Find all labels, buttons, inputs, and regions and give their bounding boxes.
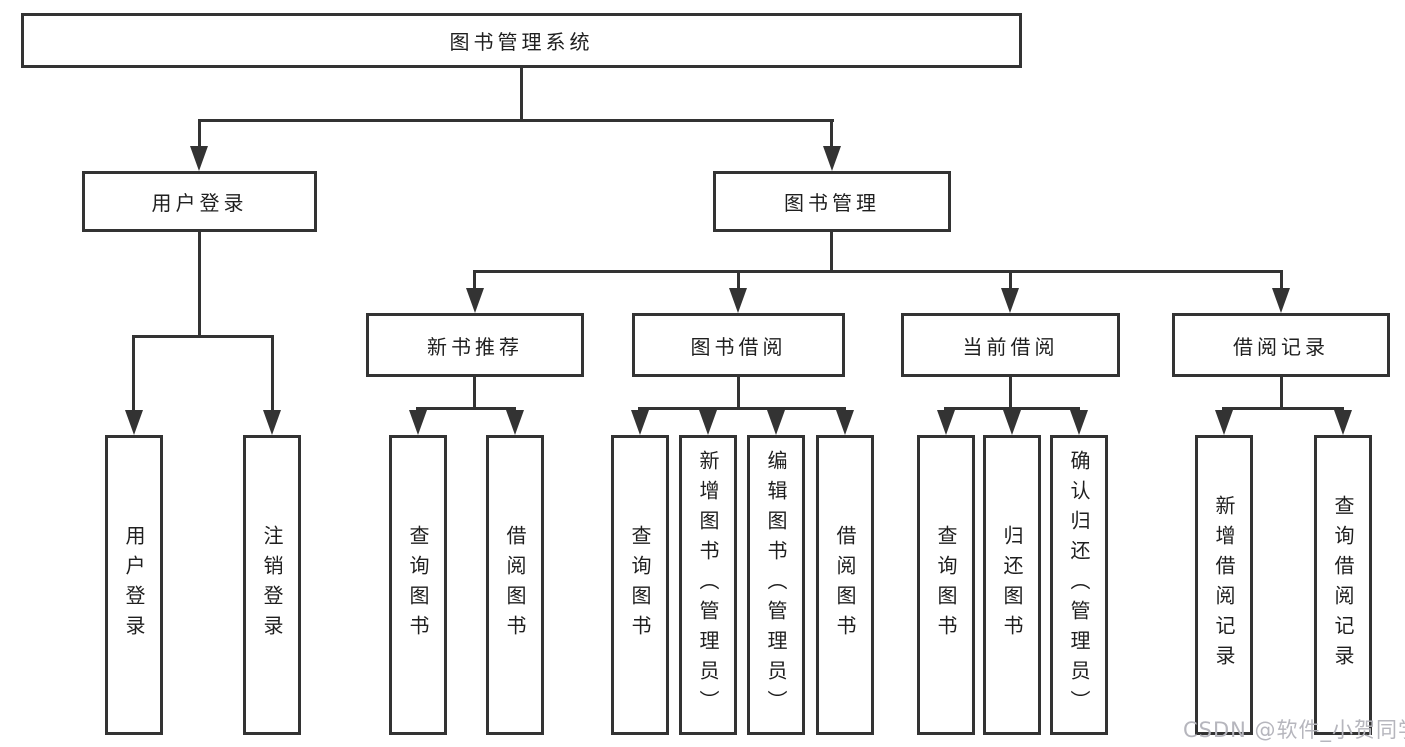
connector-root-trunk <box>520 68 523 122</box>
leaf-add-book-admin: 新增图书（管理员） <box>679 435 737 735</box>
node-user-login: 用户登录 <box>82 171 317 232</box>
connector-new-book-trunk <box>473 377 476 410</box>
leaf-label: 查询图书 <box>934 525 958 645</box>
leaf-label: 注销登录 <box>260 525 284 645</box>
leaf-label: 编辑图书（管理员） <box>764 450 788 720</box>
leaf-user-login: 用户登录 <box>105 435 163 735</box>
connector-drop-leaf-user-login <box>132 335 135 413</box>
csdn-watermark: CSDN @软件_小贺同学 <box>1183 718 1405 742</box>
arrowhead-down <box>1070 410 1088 435</box>
arrowhead-down <box>937 410 955 435</box>
connector-borrow-records-rail <box>1222 407 1344 410</box>
connector-stub-book-management <box>830 119 833 151</box>
node-book-management: 图书管理 <box>713 171 951 232</box>
arrowhead-down <box>1334 410 1352 435</box>
connector-stub-user-login <box>198 119 201 151</box>
connector-drop-leaf-logout <box>271 335 274 413</box>
connector-stub-borrow-records <box>1280 270 1283 292</box>
leaf-label: 查询图书 <box>628 525 652 645</box>
arrowhead-down <box>836 410 854 435</box>
connector-user-login-rail <box>132 335 274 338</box>
leaf-label: 确认归还（管理员） <box>1067 450 1091 720</box>
leaf-query-books-recommend: 查询图书 <box>389 435 447 735</box>
leaf-label: 查询借阅记录 <box>1331 495 1355 675</box>
connector-current-borrowing-rail <box>944 407 1080 410</box>
connector-level2-rail <box>198 119 834 122</box>
arrowhead-down <box>1001 288 1019 313</box>
arrowhead-down <box>1003 410 1021 435</box>
connector-new-book-rail <box>416 407 516 410</box>
arrowhead-down <box>729 288 747 313</box>
leaf-label: 新增图书（管理员） <box>696 450 720 720</box>
connector-borrow-records-trunk <box>1280 377 1283 410</box>
leaf-confirm-return-admin: 确认归还（管理员） <box>1050 435 1108 735</box>
leaf-borrow-books: 借阅图书 <box>816 435 874 735</box>
arrowhead-down <box>767 410 785 435</box>
leaf-edit-book-admin: 编辑图书（管理员） <box>747 435 805 735</box>
arrowhead-down <box>823 146 841 171</box>
connector-book-management-trunk <box>830 232 833 273</box>
node-borrowing-records: 借阅记录 <box>1172 313 1390 377</box>
leaf-query-books-borrowing: 查询图书 <box>611 435 669 735</box>
arrowhead-down <box>699 410 717 435</box>
leaf-query-borrow-record: 查询借阅记录 <box>1314 435 1372 735</box>
connector-user-login-trunk <box>198 232 201 338</box>
leaf-label: 查询图书 <box>406 525 430 645</box>
leaf-borrow-books-recommend: 借阅图书 <box>486 435 544 735</box>
connector-current-borrowing-trunk <box>1009 377 1012 410</box>
node-book-borrowing: 图书借阅 <box>632 313 845 377</box>
node-current-borrowing: 当前借阅 <box>901 313 1120 377</box>
leaf-label: 用户登录 <box>122 525 146 645</box>
leaf-label: 归还图书 <box>1000 525 1024 645</box>
connector-level3-rail <box>473 270 1283 273</box>
leaf-label: 借阅图书 <box>503 525 527 645</box>
node-library-management-system: 图书管理系统 <box>21 13 1022 68</box>
leaf-label: 新增借阅记录 <box>1212 495 1236 675</box>
arrowhead-down <box>1215 410 1233 435</box>
node-new-book-recommendation: 新书推荐 <box>366 313 584 377</box>
connector-stub-book-borrowing <box>737 270 740 292</box>
arrowhead-down <box>190 146 208 171</box>
arrowhead-down <box>1272 288 1290 313</box>
leaf-logout: 注销登录 <box>243 435 301 735</box>
leaf-query-books-current: 查询图书 <box>917 435 975 735</box>
connector-book-borrowing-trunk <box>737 377 740 410</box>
arrowhead-down <box>125 410 143 435</box>
arrowhead-down <box>631 410 649 435</box>
arrowhead-down <box>409 410 427 435</box>
leaf-return-book: 归还图书 <box>983 435 1041 735</box>
arrowhead-down <box>506 410 524 435</box>
connector-book-borrowing-rail <box>638 407 846 410</box>
arrowhead-down <box>263 410 281 435</box>
leaf-label: 借阅图书 <box>833 525 857 645</box>
leaf-add-borrow-record: 新增借阅记录 <box>1195 435 1253 735</box>
arrowhead-down <box>466 288 484 313</box>
connector-stub-current-borrowing <box>1009 270 1012 292</box>
connector-stub-new-book <box>473 270 476 292</box>
